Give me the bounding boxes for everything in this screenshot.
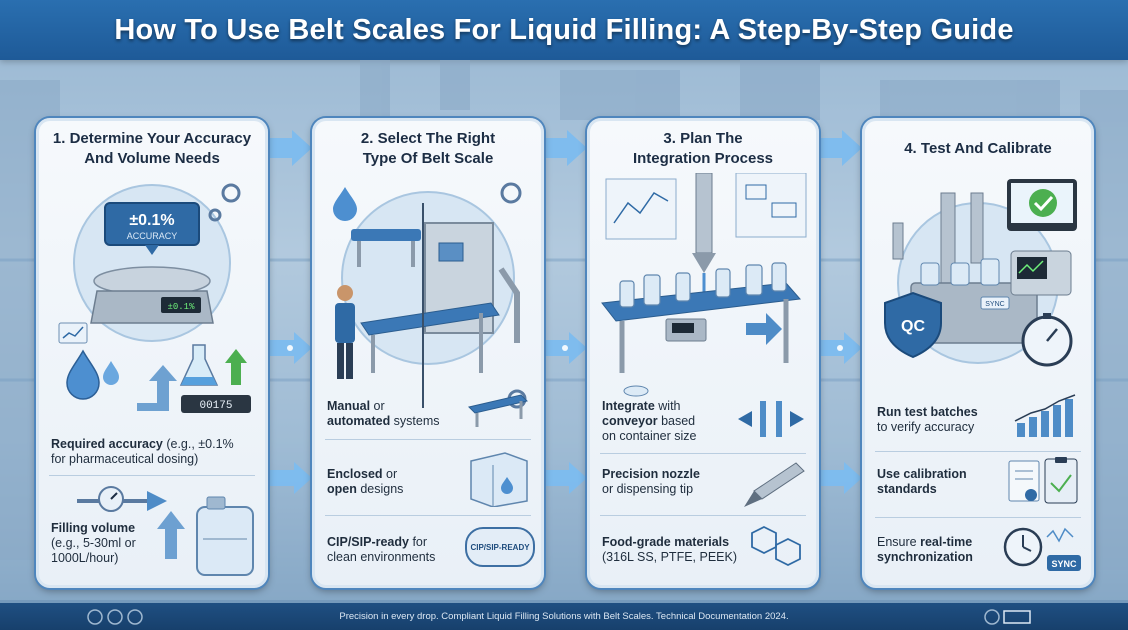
- belt-scale-machine-illustration: [333, 182, 527, 409]
- operator-figure: [335, 285, 355, 379]
- step-4-item-calibration: Use calibration standards: [877, 467, 967, 496]
- drop-icon: [333, 187, 357, 221]
- container-size-icon: [738, 401, 804, 437]
- certification-badges-icon: [87, 609, 143, 625]
- step-2-panel: 2. Select The Right Type Of Belt Scale M…: [312, 118, 544, 588]
- step-4-title: 4. Test And Calibrate: [904, 140, 1052, 157]
- counter-display: [181, 395, 251, 413]
- step-1-panel: 1. Determine Your Accuracy And Volume Ne…: [36, 118, 268, 588]
- scale-readout: ±0.1%: [167, 302, 195, 312]
- step-4-panel: 4. Test And Calibrate QC SYNC Run test b…: [862, 118, 1094, 588]
- step-4-item-test-batches: Run test batches to verify accuracy: [877, 405, 978, 434]
- molecule-icon: [751, 525, 801, 567]
- arrow-3-4-top: [820, 130, 862, 166]
- green-arrow-icon: [225, 349, 247, 385]
- conveyor-icon: [468, 394, 528, 427]
- stopwatch-icon: [1021, 313, 1073, 367]
- step-2-item-cip: CIP/SIP-ready for clean environments: [327, 535, 436, 564]
- step-2-item-manual: Manual or automated systems: [327, 399, 440, 428]
- cip-sip-stamp: CIP/SIP-READY: [465, 527, 535, 567]
- robot-arm: [498, 267, 520, 343]
- step-1-item-volume: Filling volume (e.g., 5-30ml or 1000L/ho…: [51, 521, 136, 565]
- svg-text:SYNC: SYNC: [985, 301, 1004, 308]
- step-3-item-nozzle: Precision nozzle or dispensing tip: [602, 467, 700, 496]
- analytics-icon: [58, 322, 88, 344]
- step-4-item-sync: Ensure real-time synchronization: [877, 535, 973, 564]
- svg-text:SYNC: SYNC: [1051, 559, 1077, 569]
- footer-text: Precision in every drop. Compliant Liqui…: [339, 611, 789, 622]
- canister-icon: [157, 496, 254, 576]
- calibration-lab-illustration: QC SYNC: [884, 179, 1077, 367]
- step-3-panel: 3. Plan The Integration Process Integrat…: [587, 118, 819, 588]
- checkmark-icon: [1029, 189, 1057, 217]
- gear-icon: [208, 183, 241, 222]
- step-2-item-enclosed: Enclosed or open designs: [327, 467, 404, 496]
- page-title: How To Use Belt Scales For Liquid Fillin…: [114, 14, 1014, 46]
- flow-meter-icon: [77, 486, 167, 512]
- filling-line-illustration: [601, 173, 807, 397]
- step-3-title: 3. Plan The Integration Process: [632, 130, 774, 167]
- svg-text:00175: 00175: [199, 400, 232, 412]
- enclosure-icon: [470, 452, 528, 507]
- step-1-item-accuracy: Required accuracy (e.g., ±0.1% for pharm…: [51, 437, 234, 466]
- arrow-1-2-top: [270, 130, 312, 166]
- accuracy-badge-label: ACCURACY: [127, 231, 178, 241]
- certificate-icon: [1008, 457, 1078, 504]
- nozzle-icon: [744, 462, 805, 507]
- accuracy-badge-value: ±0.1%: [129, 212, 174, 229]
- company-logo-icon: [984, 609, 1031, 625]
- footer-bar: Precision in every drop. Compliant Liqui…: [0, 603, 1128, 630]
- bar-chart-icon: [1014, 394, 1076, 437]
- gear-icon: [500, 182, 522, 204]
- precision-scale-illustration: ±0.1% ACCURACY ±0.1% 00175: [58, 183, 251, 413]
- step-2-title: 2. Select The Right Type Of Belt Scale: [360, 130, 496, 167]
- step-3-item-materials: Food-grade materials (316L SS, PTFE, PEE…: [602, 535, 738, 564]
- up-arrow-icon: [137, 365, 177, 411]
- arrow-2-3-top: [545, 130, 587, 166]
- svg-text:QC: QC: [901, 318, 925, 335]
- liquid-drop-icon: [66, 349, 100, 400]
- step-3-item-integrate: Integrate with conveyor based on contain…: [602, 399, 697, 443]
- qc-shield-icon: [884, 291, 942, 359]
- step-1-title: 1. Determine Your Accuracy And Volume Ne…: [52, 130, 252, 167]
- title-banner: How To Use Belt Scales For Liquid Fillin…: [0, 0, 1128, 60]
- clock-sync-icon: SYNC: [1003, 527, 1081, 571]
